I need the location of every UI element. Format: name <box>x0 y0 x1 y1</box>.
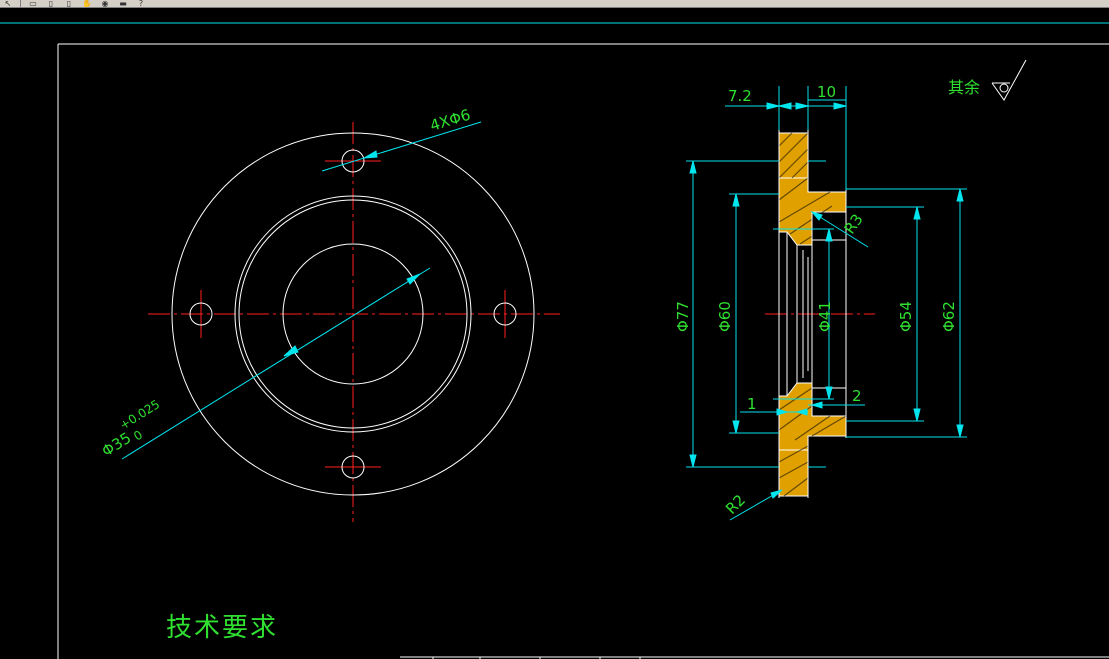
toolbar: ↖ ▭ ▯ ▯ ✋ ◉ ▬ ? <box>0 0 1109 8</box>
dim-10: 10 <box>817 83 836 101</box>
bolt-hole-bottom <box>341 455 365 479</box>
help-icon[interactable]: ? <box>138 0 144 8</box>
dim-dia-62: Φ62 <box>940 301 958 332</box>
bore-tol-upper: +0.025 <box>117 397 162 432</box>
dim-dia-54: Φ54 <box>897 301 915 332</box>
section-extension-lines <box>686 86 967 468</box>
page-icon[interactable]: ▯ <box>48 0 54 8</box>
boss-outer-circle <box>234 195 472 433</box>
r2-leader <box>729 489 783 521</box>
hand-icon[interactable]: ✋ <box>82 0 92 8</box>
hatch-top-flange <box>778 132 809 179</box>
bolt-hole-left <box>189 302 213 326</box>
dim-7-2: 7.2 <box>728 87 752 105</box>
bore-circle <box>282 243 424 385</box>
front-centerlines <box>148 122 560 522</box>
outer-flange-circle <box>171 132 535 496</box>
page2-icon[interactable]: ▯ <box>66 0 72 8</box>
hole-callout-text: 4XΦ6 <box>428 106 473 135</box>
dim-1: 1 <box>747 395 757 413</box>
section-view: 7.2 10 Φ77 Φ60 Φ41 Φ54 Φ62 R3 R2 1 2 <box>674 83 967 521</box>
tech-requirements-title: 技术要求 <box>166 613 278 643</box>
bore-tol-lower: 0 <box>131 428 145 444</box>
r3-leader <box>810 211 869 248</box>
bolt-hole-top <box>341 149 365 173</box>
globe-icon[interactable]: ◉ <box>101 0 109 8</box>
section-dimension-lines <box>689 99 964 468</box>
folder-icon[interactable]: ▬ <box>119 0 127 8</box>
bolt-hole-right <box>493 302 517 326</box>
boss-inner-circle <box>238 199 468 429</box>
dim-dia-41: Φ41 <box>816 301 834 332</box>
dim-2: 2 <box>852 387 862 405</box>
front-view: 4XΦ6 Φ35 +0.025 0 <box>99 106 560 522</box>
hole-centerlines <box>200 160 506 468</box>
drawing-border <box>57 43 1109 659</box>
surface-note: 其余 <box>948 59 1027 101</box>
bore-dim-leader <box>121 267 431 460</box>
front-outlines <box>171 132 535 496</box>
dim-dia-60: Φ60 <box>716 301 734 332</box>
hole-callout-leader <box>321 121 482 172</box>
arrow-tool-icon[interactable]: ↖ <box>4 0 12 8</box>
roughness-symbol-icon <box>991 59 1027 101</box>
section-outlines <box>778 130 847 498</box>
dim-dia-77: Φ77 <box>674 301 692 332</box>
bore-dim-text: Φ35 <box>99 429 135 461</box>
dim-r2: R2 <box>722 491 749 518</box>
open-file-icon[interactable]: ▭ <box>29 0 37 8</box>
surface-note-text: 其余 <box>948 78 980 97</box>
toolbar-separator <box>20 0 21 7</box>
